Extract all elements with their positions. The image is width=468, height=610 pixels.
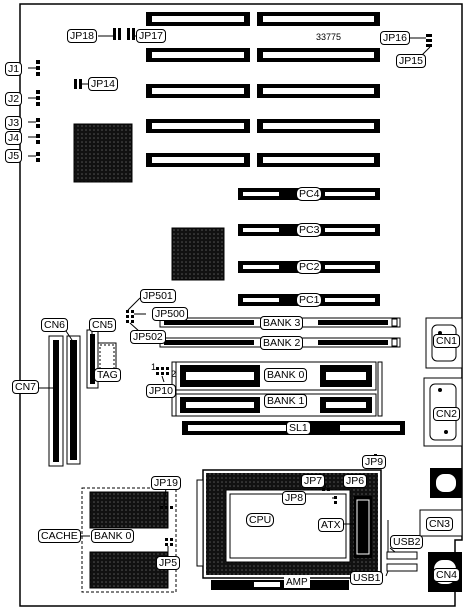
- label-pc1: PC1: [296, 293, 323, 307]
- label-jp6: JP6: [343, 474, 368, 488]
- label-cn2: CN2: [433, 407, 461, 421]
- jumpers-top: [74, 28, 432, 89]
- label-pc2: PC2: [296, 260, 323, 274]
- label-jp16: JP16: [380, 31, 410, 45]
- label-cn7: CN7: [12, 380, 40, 394]
- label-usb2: USB2: [390, 535, 424, 549]
- label-jp18: JP18: [67, 29, 97, 43]
- label-amp: AMP: [284, 577, 310, 588]
- label-cn6: CN6: [41, 318, 69, 332]
- label-jp19: JP19: [151, 476, 181, 490]
- label-cn3: CN3: [426, 517, 454, 531]
- label-tag: TAG: [94, 368, 121, 382]
- label-j5: J5: [5, 149, 23, 163]
- label-cn4: CN4: [433, 568, 461, 582]
- jp10-pin-2: 2: [171, 369, 177, 379]
- label-pc3: PC3: [296, 223, 323, 237]
- chipset-chip-2: [171, 227, 225, 281]
- label-jp7: JP7: [301, 474, 326, 488]
- label-jp8: JP8: [282, 491, 307, 505]
- label-jp502: JP502: [130, 330, 166, 344]
- label-j3: J3: [5, 116, 23, 130]
- jp19-jp5: [160, 506, 173, 546]
- label-jp5: JP5: [156, 556, 181, 570]
- label-jp17: JP17: [136, 29, 166, 43]
- label-bank-2: BANK 2: [260, 336, 304, 350]
- left-headers: [36, 60, 40, 162]
- ide-headers: [48, 329, 99, 467]
- label-usb1: USB1: [350, 571, 384, 585]
- cache-modules: [81, 487, 177, 593]
- label-jp14: JP14: [88, 77, 118, 91]
- label-jp500: JP500: [152, 307, 188, 321]
- isa-slots-left: [146, 12, 250, 167]
- label-bank-0: BANK 0: [264, 368, 308, 382]
- label-cn1: CN1: [433, 334, 461, 348]
- jp500-jumpers: [126, 310, 134, 323]
- label-j1: J1: [5, 62, 23, 76]
- isa-slots-right: [257, 12, 380, 167]
- label-j2: J2: [5, 92, 23, 106]
- board-number: 33775: [316, 32, 342, 42]
- jp10-jumper: [156, 367, 169, 375]
- label-bank-3: BANK 3: [260, 316, 304, 330]
- label-jp15: JP15: [396, 54, 426, 68]
- label-jp9: JP9: [362, 455, 387, 469]
- pci-slots: [238, 188, 380, 306]
- label-sl1: SL1: [286, 421, 311, 435]
- atx-connector: [354, 496, 372, 558]
- label-pc4: PC4: [296, 187, 323, 201]
- label-jp501: JP501: [140, 289, 176, 303]
- label-cpu: CPU: [246, 513, 275, 527]
- board-outline: [19, 3, 463, 607]
- label-bank-1: BANK 1: [264, 394, 308, 408]
- label-cache-bank-0: BANK 0: [91, 529, 135, 543]
- label-cache: CACHE: [38, 529, 81, 543]
- jp10-pin-1: 1: [151, 362, 157, 372]
- label-jp10: JP10: [146, 384, 176, 398]
- label-atx: ATX: [318, 518, 344, 532]
- usb-headers: [386, 520, 418, 572]
- label-cn5: CN5: [89, 318, 117, 332]
- label-j4: J4: [5, 131, 23, 145]
- chipset-chip-1: [73, 123, 133, 183]
